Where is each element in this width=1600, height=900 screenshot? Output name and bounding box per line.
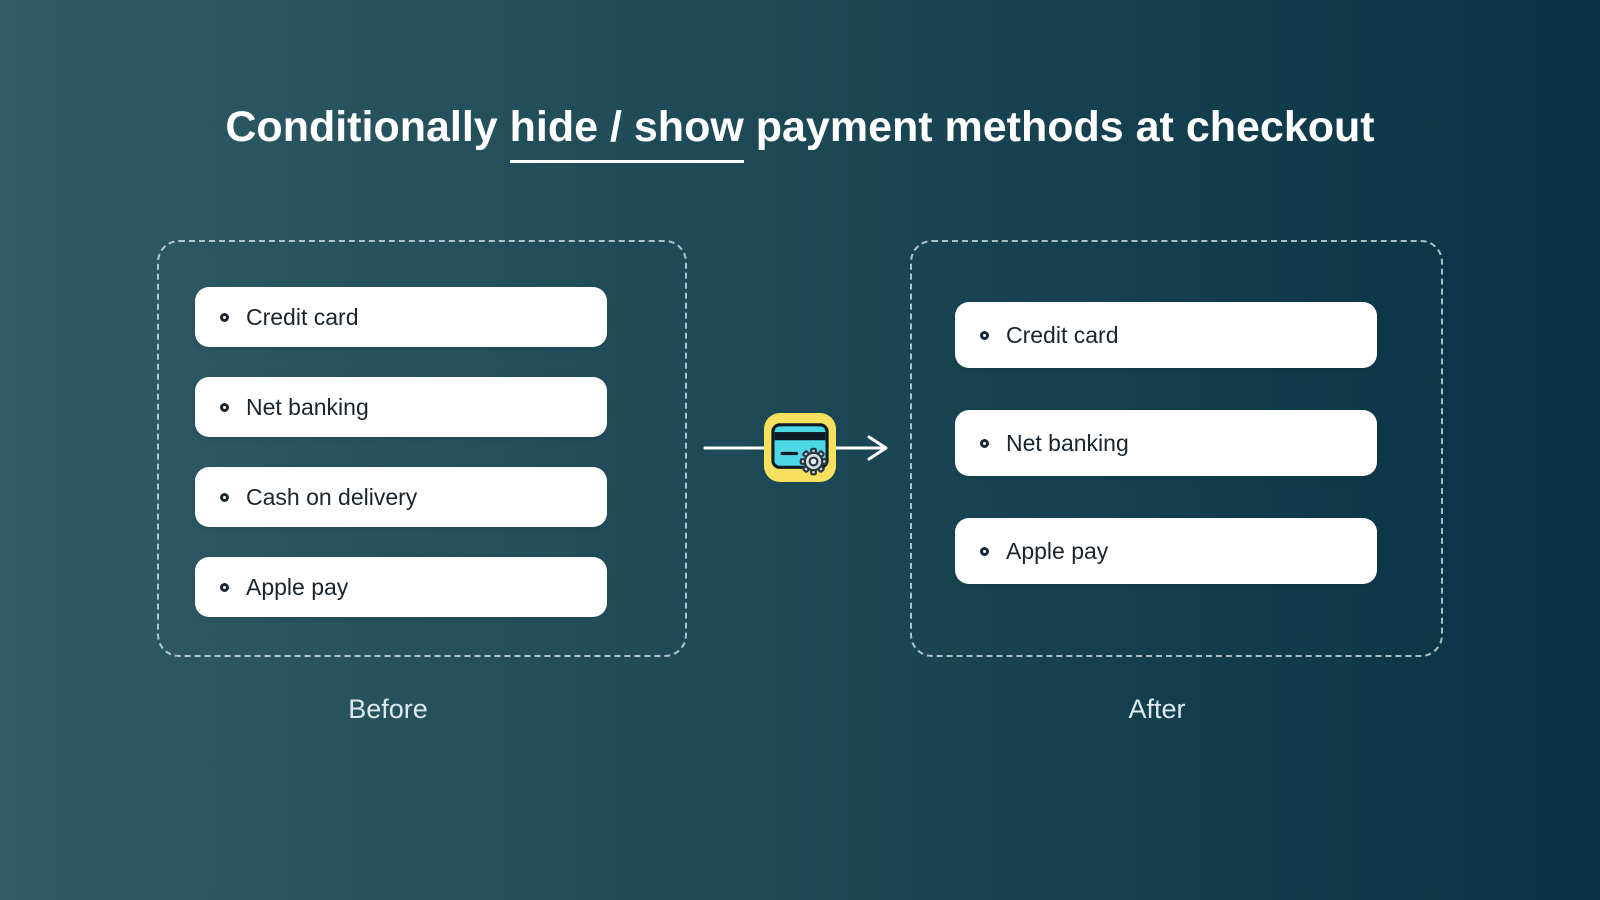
- after-panel: Credit card Net banking Apple pay: [910, 240, 1443, 657]
- payment-option-row[interactable]: Credit card: [195, 287, 607, 347]
- gear-icon: [799, 447, 828, 475]
- radio-circle-icon[interactable]: [980, 330, 989, 340]
- before-panel: Credit card Net banking Cash on delivery…: [157, 240, 687, 657]
- title-highlight: hide / show: [509, 102, 744, 163]
- radio-circle-icon[interactable]: [220, 582, 229, 592]
- transform-icon: [764, 413, 836, 482]
- payment-option-label: Apple pay: [1006, 537, 1109, 564]
- payment-option-label: Credit card: [246, 303, 359, 330]
- payment-option-row[interactable]: Net banking: [955, 410, 1377, 476]
- payment-option-label: Net banking: [1006, 429, 1129, 456]
- radio-circle-icon[interactable]: [980, 546, 989, 556]
- after-label: After: [1128, 694, 1186, 724]
- radio-circle-icon[interactable]: [220, 402, 229, 412]
- payment-option-row[interactable]: Apple pay: [955, 518, 1377, 584]
- payment-option-row[interactable]: Cash on delivery: [195, 467, 607, 527]
- radio-circle-icon[interactable]: [220, 492, 229, 502]
- payment-option-row[interactable]: Apple pay: [195, 557, 607, 617]
- title-suffix: payment methods at checkout: [743, 102, 1375, 151]
- payment-option-label: Net banking: [246, 393, 369, 420]
- page-title: Conditionally hide / show payment method…: [0, 102, 1600, 163]
- before-payment-options-list: Credit card Net banking Cash on delivery…: [195, 287, 607, 617]
- payment-option-label: Apple pay: [246, 573, 349, 600]
- payment-option-label: Cash on delivery: [246, 483, 418, 510]
- title-prefix: Conditionally: [225, 102, 510, 151]
- payment-option-label: Credit card: [1006, 321, 1119, 348]
- radio-circle-icon[interactable]: [980, 438, 989, 448]
- before-label: Before: [348, 694, 428, 724]
- after-payment-options-list: Credit card Net banking Apple pay: [955, 302, 1377, 584]
- credit-card-with-gear-icon: [771, 422, 829, 475]
- payment-option-row[interactable]: Net banking: [195, 377, 607, 437]
- radio-circle-icon[interactable]: [220, 312, 229, 322]
- payment-option-row[interactable]: Credit card: [955, 302, 1377, 368]
